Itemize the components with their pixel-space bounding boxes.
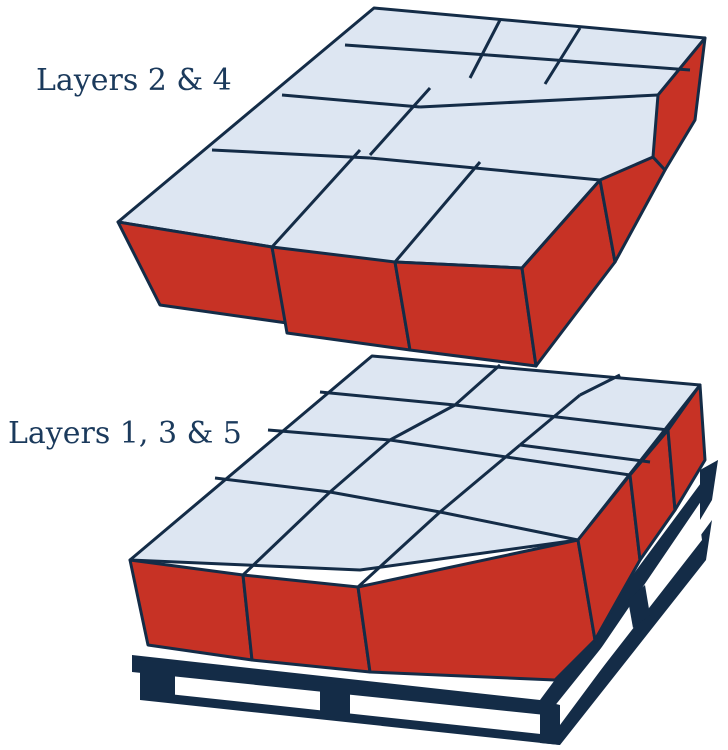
pallet-block-back xyxy=(628,585,650,628)
pallet-block-middle xyxy=(320,682,350,718)
top-layer-front-right-box xyxy=(393,260,538,368)
layers-1-3-and-5-label: Layers 1, 3 & 5 xyxy=(8,416,242,451)
top-layer-front-middle-box xyxy=(270,245,412,352)
bottom-layer-front-right-box xyxy=(356,538,597,682)
bottom-layer-side-box-3 xyxy=(666,383,707,512)
pallet-block-left xyxy=(140,660,175,700)
top-layer-stack xyxy=(116,6,707,368)
layers-2-and-4-label: Layers 2 & 4 xyxy=(36,63,232,98)
bottom-layer-front-middle-box xyxy=(241,573,372,674)
top-layer-side-box-3 xyxy=(651,36,707,172)
bottom-layer-front-left-box xyxy=(128,558,254,662)
top-layer-grid-lines xyxy=(211,19,691,269)
pallet-board-right xyxy=(700,460,718,520)
bottom-layer-stack xyxy=(128,354,707,682)
pallet xyxy=(132,460,718,745)
bottom-layer-grid-lines xyxy=(214,363,669,589)
pallet-block-right xyxy=(540,700,560,745)
